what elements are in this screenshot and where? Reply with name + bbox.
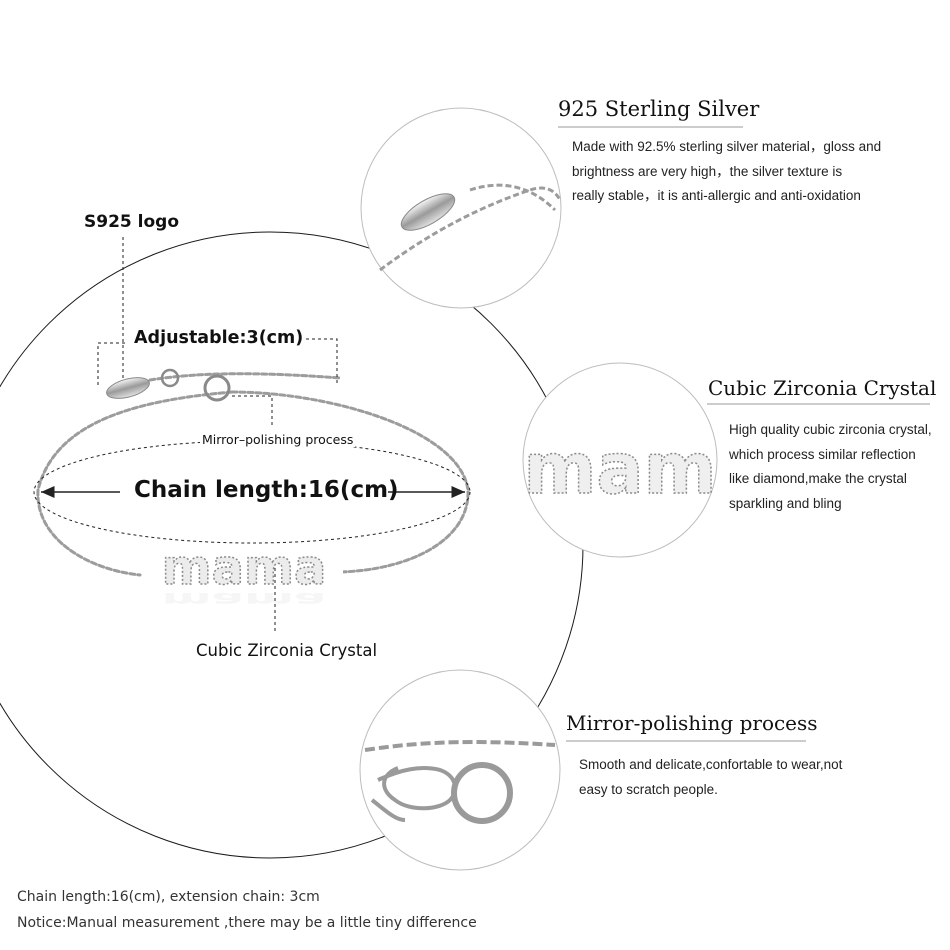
footer-notice: Notice:Manual measurement ,there may be … bbox=[17, 915, 477, 931]
desc-line: brightness are very high，the silver text… bbox=[572, 163, 843, 179]
feature-desc-mirror-polishing: Smooth and delicate,confortable to wear,… bbox=[579, 753, 842, 802]
desc-line: sparkling and bling bbox=[729, 495, 842, 511]
silver-tag-detail bbox=[379, 183, 562, 272]
s925-logo-label: S925 logo bbox=[84, 212, 180, 232]
footer-chain-length: Chain length:16(cm), extension chain: 3c… bbox=[17, 889, 320, 905]
desc-line: like diamond,make the crystal bbox=[729, 471, 907, 486]
bracelet-chain bbox=[36, 372, 470, 577]
mama-pendant bbox=[145, 560, 343, 590]
adjustable-bracket bbox=[97, 338, 338, 385]
desc-line: Made with 92.5% sterling silver material… bbox=[572, 139, 882, 154]
desc-line: which process similar reflection bbox=[729, 446, 916, 462]
feature-title-mirror-polishing: Mirror-polishing process bbox=[566, 711, 818, 735]
detail-circle-zirconia bbox=[522, 362, 718, 558]
feature-title-cubic-zirconia: Cubic Zirconia Crystal bbox=[708, 376, 937, 400]
adjustable-label: Adjustable:3(cm) bbox=[132, 328, 306, 348]
clasp-detail bbox=[364, 740, 556, 824]
svg-text:mama: mama bbox=[162, 588, 327, 611]
bracelet-clasp bbox=[106, 368, 231, 402]
desc-line: High quality cubic zirconia crystal, bbox=[729, 422, 932, 437]
mama-pendant-word: mama bbox=[162, 540, 327, 596]
desc-line: Smooth and delicate,confortable to wear,… bbox=[579, 757, 843, 772]
detail-circle-silver bbox=[360, 107, 562, 309]
feature-desc-sterling-silver: Made with 92.5% sterling silver material… bbox=[572, 135, 881, 209]
feature-title-sterling-silver: 925 Sterling Silver bbox=[558, 97, 760, 121]
detail-circle-clasp bbox=[359, 669, 561, 871]
feature-desc-cubic-zirconia: High quality cubic zirconia crystal, whi… bbox=[729, 418, 932, 516]
chain-length-label: Chain length:16(cm) bbox=[134, 477, 399, 503]
zirconia-detail-word: mam bbox=[523, 428, 716, 510]
cubic-zirconia-label: Cubic Zirconia Crystal bbox=[196, 641, 378, 660]
desc-line: easy to scratch people. bbox=[579, 781, 718, 797]
desc-line: really stable，it is anti-allergic and an… bbox=[572, 188, 861, 203]
mirror-process-label: Mirror–polishing process bbox=[200, 432, 356, 447]
